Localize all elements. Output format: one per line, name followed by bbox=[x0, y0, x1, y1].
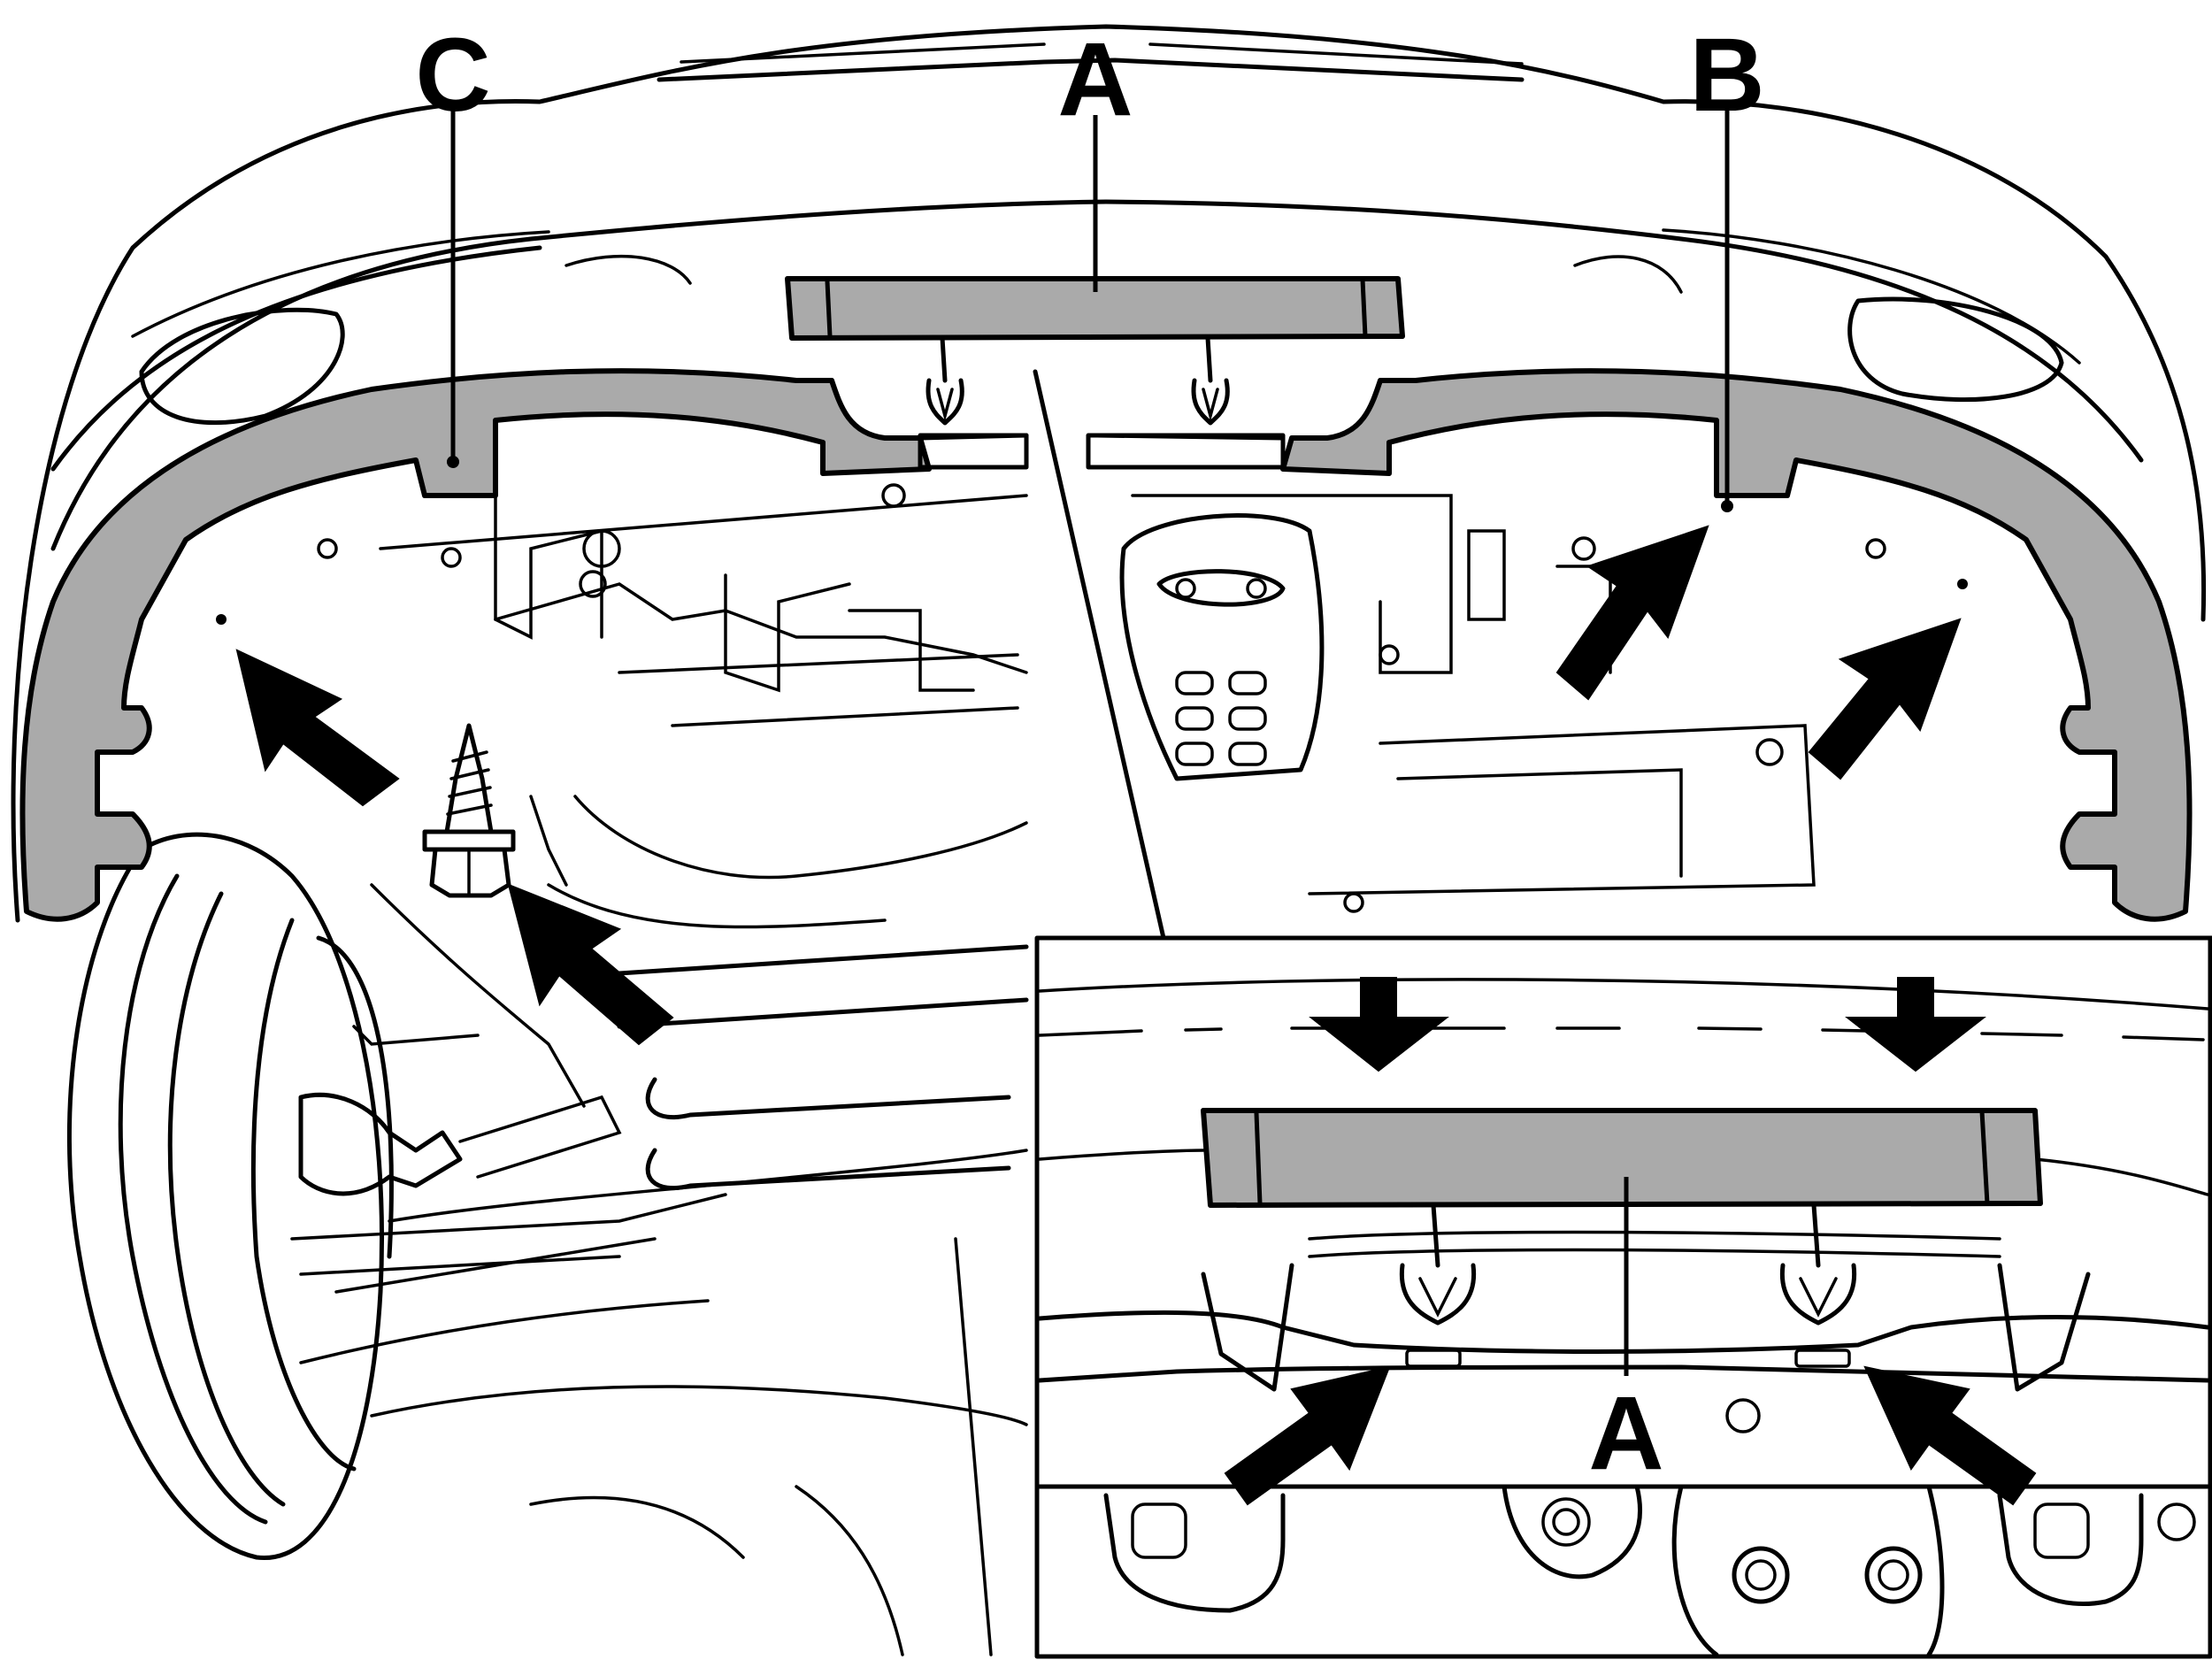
callout-label-A-inset: A bbox=[1588, 1375, 1663, 1492]
arrow-icon bbox=[235, 649, 400, 807]
callout-label-C: C bbox=[415, 17, 490, 134]
push-clip-icon bbox=[926, 335, 964, 426]
arrow-icon bbox=[1555, 525, 1709, 701]
arrow-icon bbox=[1863, 1365, 2037, 1506]
car-body-outline bbox=[11, 24, 2207, 923]
callout-leaders bbox=[216, 111, 1968, 1376]
bumper-cover-part bbox=[19, 368, 932, 922]
arrow-icon bbox=[1224, 1365, 1391, 1506]
callout-labels: A B C A bbox=[415, 17, 1764, 1492]
hex-flange-screw-icon bbox=[422, 723, 516, 898]
callout-label-A-top: A bbox=[1057, 21, 1133, 138]
bumper-center-strip-left bbox=[918, 433, 1029, 470]
arrow-icon bbox=[1808, 618, 1962, 780]
arrow-icon bbox=[507, 883, 674, 1046]
arrow-icon bbox=[1845, 977, 1986, 1072]
bumper-center-strip bbox=[1086, 433, 1286, 470]
callout-label-B: B bbox=[1689, 17, 1764, 134]
push-clip-icon bbox=[1779, 1203, 1857, 1326]
push-clip-icon bbox=[1399, 1203, 1477, 1326]
push-arrows bbox=[235, 525, 2037, 1506]
front-wheel bbox=[66, 832, 727, 1560]
push-clip-icon bbox=[1191, 335, 1230, 426]
bumper-cover-part-right bbox=[1280, 368, 2193, 922]
trim-strip-A-inset bbox=[1201, 1108, 2043, 1326]
arrow-icon bbox=[1309, 977, 1449, 1072]
trim-strip-A-top bbox=[785, 276, 1405, 426]
